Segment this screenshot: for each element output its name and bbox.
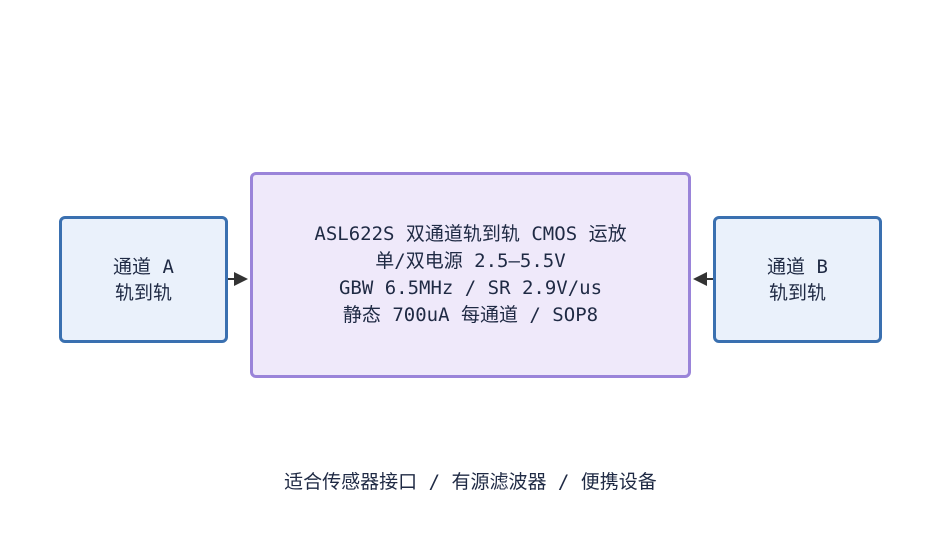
main-line-3: GBW 6.5MHz / SR 2.9V/us (338, 277, 603, 299)
channel-b-line-2: 轨到轨 (768, 281, 826, 304)
arrowhead-b-icon (693, 272, 707, 286)
opamp-main-node: ASL622S 双通道轨到轨 CMOS 运放 单/双电源 2.5–5.5V GB… (250, 172, 691, 378)
main-line-1: ASL622S 双通道轨到轨 CMOS 运放 (314, 223, 627, 245)
application-caption: 适合传感器接口 / 有源滤波器 / 便携设备 (284, 471, 657, 493)
channel-a-line-2: 轨到轨 (114, 281, 172, 304)
channel-a-node: 通道 A 轨到轨 (59, 216, 228, 343)
channel-b-line-1: 通道 B (767, 255, 828, 278)
channel-b-node: 通道 B 轨到轨 (713, 216, 882, 343)
main-line-4: 静态 700uA 每通道 / SOP8 (342, 304, 599, 326)
channel-a-line-1: 通道 A (113, 255, 174, 278)
arrowhead-a-icon (234, 272, 248, 286)
main-line-2: 单/双电源 2.5–5.5V (375, 250, 566, 272)
